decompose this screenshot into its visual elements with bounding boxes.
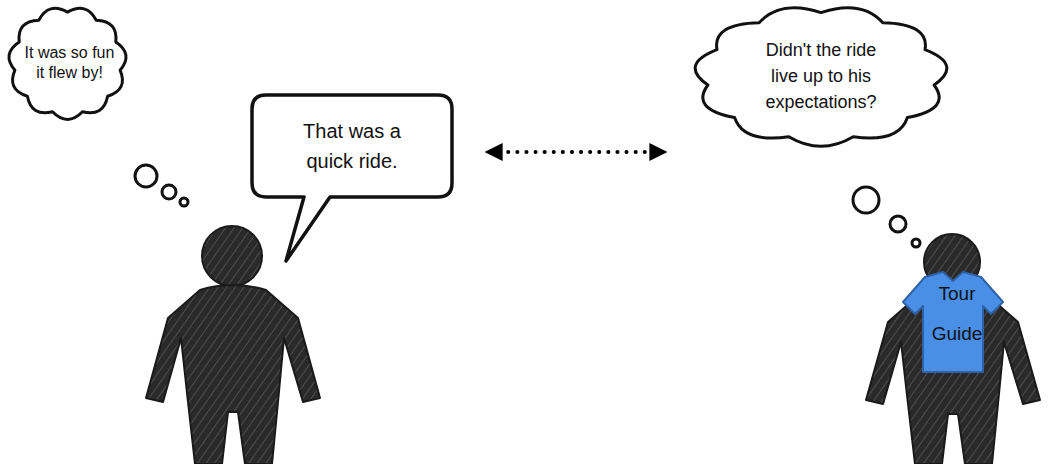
speech-shape: [252, 95, 452, 261]
bubble-text: Tour Guide: [927, 274, 987, 354]
cloud-shape: [9, 8, 126, 119]
person-right: [866, 234, 1040, 464]
thought-dot: [162, 185, 176, 199]
thought-bubble: It was so fun it flew by!: [5, 3, 130, 123]
text-group: Tour Guide: [927, 274, 987, 354]
text-group: That was a quick ride.: [290, 116, 415, 176]
thought-dot: [853, 187, 879, 213]
thought-dot: [135, 165, 157, 187]
bubble-text: That was a quick ride.: [290, 116, 415, 176]
thought-dot: [180, 198, 188, 206]
cloud-shape: [695, 8, 947, 147]
bubble-text: Didn't the ride live up to his expectati…: [751, 37, 891, 115]
speech-outline: [252, 95, 452, 197]
cloud-outline: [5, 3, 130, 123]
dotted-arrow: [490, 150, 662, 154]
person-left: [146, 226, 320, 464]
thought-dot: [890, 216, 906, 232]
tour-guide-shirt: Tour Guide: [903, 272, 1003, 372]
shirt-shape: [903, 272, 1003, 372]
text-group: It was so fun it flew by!: [20, 43, 120, 83]
text-group: Didn't the ride live up to his expectati…: [751, 37, 891, 115]
bubble-text: It was so fun it flew by!: [20, 43, 120, 83]
thought-dot: [912, 239, 920, 247]
speech-bubble: That was a quick ride.: [252, 95, 452, 197]
thought-bubble: Didn't the ride live up to his expectati…: [690, 2, 952, 150]
